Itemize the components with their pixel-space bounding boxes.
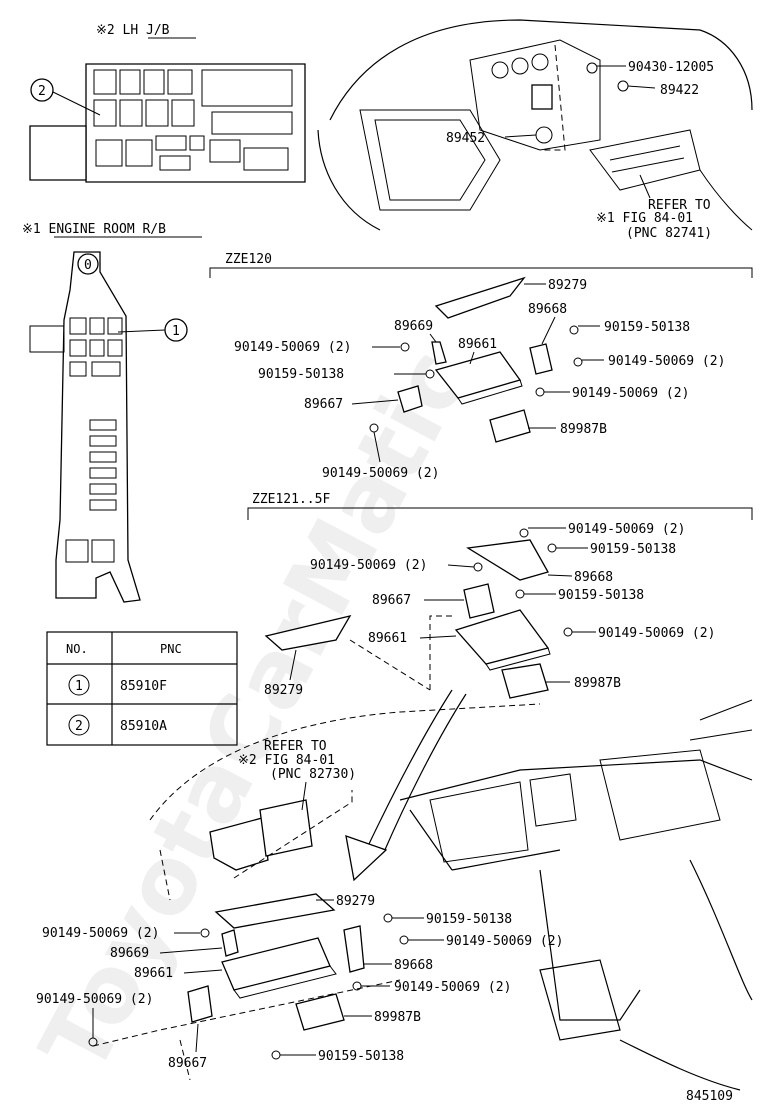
b-label-89661: 89661 [368, 631, 407, 646]
refer-mid-line2: ※2 FIG 84-01 [238, 753, 335, 768]
zze120-section: ZZE120 89279 89669 89668 90159-50138 901… [209, 252, 753, 481]
callout-2-circle [30, 78, 54, 102]
a-label-89279: 89279 [548, 278, 587, 293]
c-label-90149-right1: 90149-50069 (2) [446, 934, 563, 949]
c-label-89279: 89279 [336, 894, 375, 909]
c-label-90149-right2: 90149-50069 (2) [394, 980, 511, 995]
callout-0: 0 [84, 258, 92, 273]
label-90430-12005: 90430-12005 [628, 60, 714, 75]
a-label-90159-right: 90159-50138 [604, 320, 690, 335]
engine-bay-view: 90430-12005 89422 89452 REFER TO ※1 FIG … [317, 19, 753, 241]
a-label-89668: 89668 [528, 302, 567, 317]
refer-top-line3: (PNC 82741) [626, 226, 712, 241]
lh-jb-header: ※2 LH J/B [96, 23, 170, 38]
refer-mid-line1: REFER TO [264, 739, 327, 754]
label-89452: 89452 [446, 131, 485, 146]
a-label-90149-right1: 90149-50069 (2) [608, 354, 725, 369]
engine-room-relay-block: ※1 ENGINE ROOM R/B 0 1 [22, 222, 202, 603]
refer-top-line1: REFER TO [648, 198, 711, 213]
pnc-row-1-value: 85910F [120, 679, 167, 694]
refer-mid-line3: (PNC 82730) [270, 767, 356, 782]
zze121-header: ZZE121..5F [252, 492, 330, 507]
c-label-89668: 89668 [394, 958, 433, 973]
a-label-90149-bottom: 90149-50069 (2) [322, 466, 439, 481]
c-label-89669: 89669 [110, 946, 149, 961]
a-label-89661: 89661 [458, 337, 497, 352]
c-label-90159-top: 90159-50138 [426, 912, 512, 927]
c-label-89987b: 89987B [374, 1010, 421, 1025]
lh-junction-block: ※2 LH J/B 2 [29, 23, 306, 183]
zze120-header: ZZE120 [225, 252, 272, 267]
a-label-90149-right2: 90149-50069 (2) [572, 386, 689, 401]
engine-rb-header: ※1 ENGINE ROOM R/B [22, 222, 166, 237]
b-label-90149-left: 90149-50069 (2) [310, 558, 427, 573]
c-label-90149-bottom-left: 90149-50069 (2) [36, 992, 153, 1007]
a-label-89987b: 89987B [560, 422, 607, 437]
pnc-row-2-no: 2 [75, 719, 83, 734]
pnc-col-pnc: PNC [160, 642, 182, 656]
b-label-90149-right: 90149-50069 (2) [598, 626, 715, 641]
b-label-89667: 89667 [372, 593, 411, 608]
a-label-90159-left: 90159-50138 [258, 367, 344, 382]
a-label-89669: 89669 [394, 319, 433, 334]
c-label-89661: 89661 [134, 966, 173, 981]
c-label-90159-bottom: 90159-50138 [318, 1049, 404, 1064]
b-label-90159-top: 90159-50138 [590, 542, 676, 557]
a-label-89667: 89667 [304, 397, 343, 412]
a-label-90149-left1: 90149-50069 (2) [234, 340, 351, 355]
callout-2: 2 [38, 84, 46, 99]
b-label-89987b: 89987B [574, 676, 621, 691]
pnc-col-no: NO. [66, 642, 88, 656]
figure-number: 845109 [686, 1089, 733, 1104]
b-label-90149-top: 90149-50069 (2) [568, 522, 685, 537]
zze121-section: ZZE121..5F 90149-50069 (2) 90159-50138 9… [247, 492, 753, 699]
interior-dash-view: REFER TO ※2 FIG 84-01 (PNC 82730) 89279 … [36, 689, 753, 1091]
refer-top-line2: ※1 FIG 84-01 [596, 211, 693, 226]
pnc-table: NO. PNC 1 85910F 2 85910A [46, 631, 238, 746]
c-label-89667: 89667 [168, 1056, 207, 1071]
label-89422: 89422 [660, 83, 699, 98]
b-label-89279: 89279 [264, 683, 303, 698]
callout-1: 1 [172, 324, 180, 339]
c-label-90149-left: 90149-50069 (2) [42, 926, 159, 941]
pnc-row-1-no: 1 [75, 679, 83, 694]
b-label-89668: 89668 [574, 570, 613, 585]
b-label-90159-mid: 90159-50138 [558, 588, 644, 603]
pnc-row-2-value: 85910A [120, 719, 167, 734]
